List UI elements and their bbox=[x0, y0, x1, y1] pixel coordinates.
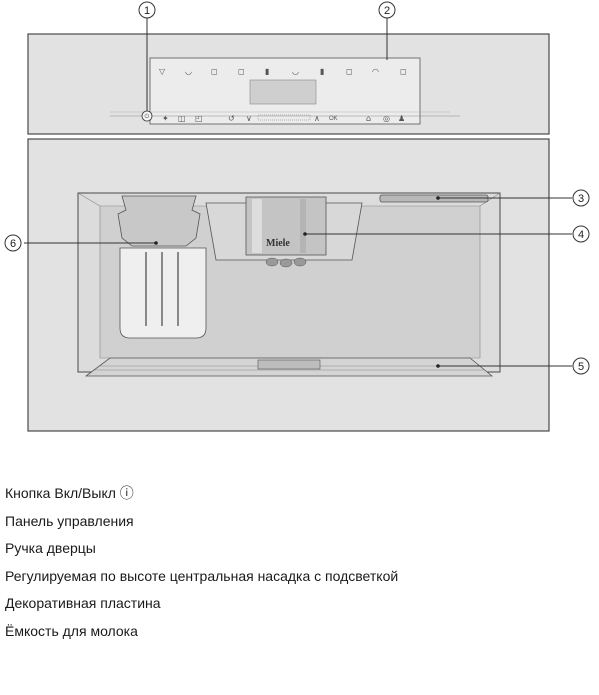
on-off-button[interactable]: ⏻ bbox=[141, 110, 153, 122]
display-screen bbox=[249, 79, 317, 105]
maintenance-icon[interactable]: ⌂ bbox=[366, 114, 371, 123]
legend-item: Ёмкость для молока bbox=[5, 622, 138, 639]
legend-item: Декоративная пластина bbox=[5, 595, 161, 611]
down-arrow-icon[interactable]: ∨ bbox=[246, 114, 252, 123]
milk-icon[interactable]: ▮ bbox=[265, 67, 269, 76]
flask-icon[interactable]: ♟ bbox=[398, 114, 405, 123]
espresso-icon[interactable]: ▽ bbox=[159, 67, 166, 76]
power-icon: ⏻ bbox=[145, 113, 150, 120]
svg-text:6: 6 bbox=[10, 238, 16, 250]
control-panel: ▽ ◡ ◻ ◻ ▮ ◡ ▮ ◻ ◠ ◻ ✦ ◫ ◰ ↺ ∨ ∧ OK ⌂ ◎ ♟ bbox=[110, 57, 460, 125]
callout-2: 2 bbox=[378, 1, 396, 19]
drip-plate[interactable] bbox=[84, 357, 494, 377]
cappuccino-icon[interactable]: ◻ bbox=[211, 67, 218, 76]
milk-container[interactable] bbox=[117, 195, 207, 339]
callout-3: 3 bbox=[572, 189, 590, 207]
scroll-bar[interactable] bbox=[257, 114, 311, 121]
settings-icon[interactable]: ✦ bbox=[162, 114, 169, 123]
coffee-icon[interactable]: ◡ bbox=[185, 67, 192, 76]
callout-1: 1 bbox=[138, 1, 156, 19]
legend-item: Ручка дверцы bbox=[5, 540, 96, 556]
callout-6: 6 bbox=[4, 234, 22, 252]
profile-icon[interactable]: ◰ bbox=[195, 114, 203, 123]
legend-item: Кнопка Вкл/Выкл ⓘ bbox=[5, 485, 134, 501]
callout-4: 4 bbox=[572, 225, 590, 243]
ok-button[interactable]: OK bbox=[329, 116, 338, 122]
bottle-icon[interactable]: ▮ bbox=[320, 67, 324, 76]
appliance-diagram: ▽ ◡ ◻ ◻ ▮ ◡ ▮ ◻ ◠ ◻ ✦ ◫ ◰ ↺ ∨ ∧ OK ⌂ ◎ ♟… bbox=[4, 1, 590, 432]
legend-item: Панель управления bbox=[5, 512, 134, 529]
svg-text:2: 2 bbox=[384, 5, 390, 17]
svg-text:3: 3 bbox=[578, 193, 584, 205]
pot-icon[interactable]: ◡ bbox=[292, 67, 299, 76]
water-icon[interactable]: ◻ bbox=[346, 67, 353, 76]
callout-5: 5 bbox=[572, 357, 590, 375]
central-spout[interactable]: Miele bbox=[205, 196, 363, 268]
up-arrow-icon[interactable]: ∧ bbox=[314, 114, 320, 123]
latte-icon[interactable]: ◻ bbox=[238, 67, 245, 76]
svg-text:5: 5 bbox=[578, 361, 584, 373]
double-cup-icon[interactable]: ◫ bbox=[178, 114, 186, 123]
brand-logo: Miele bbox=[266, 238, 290, 249]
svg-text:1: 1 bbox=[144, 5, 150, 17]
jug-icon[interactable]: ◻ bbox=[400, 67, 407, 76]
cup-icon[interactable]: ◠ bbox=[372, 67, 379, 76]
legend-item: Регулируемая по высоте центральная насад… bbox=[5, 567, 399, 584]
back-icon[interactable]: ↺ bbox=[228, 114, 235, 123]
svg-text:4: 4 bbox=[578, 229, 584, 241]
light-icon[interactable]: ◎ bbox=[383, 114, 390, 123]
legend-list: Кнопка Вкл/Выкл ⓘ Панель управления Ручк… bbox=[5, 480, 595, 645]
